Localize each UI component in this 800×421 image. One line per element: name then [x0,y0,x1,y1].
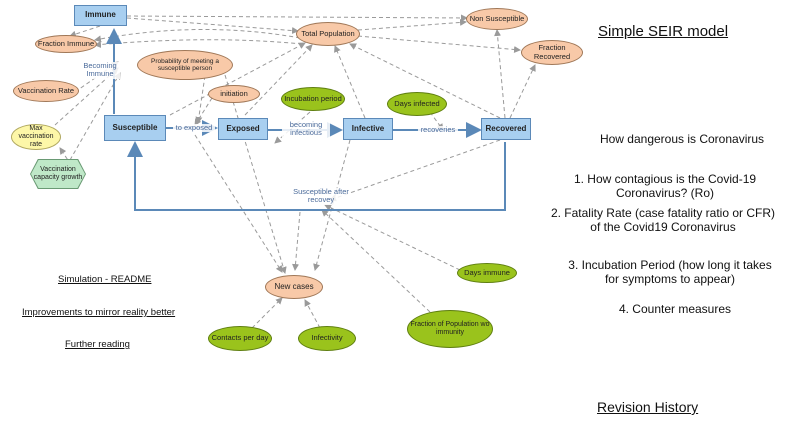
topic-how-dangerous[interactable]: How dangerous is Coronavirus [599,132,765,146]
variable-contacts-per-day[interactable]: Contacts per day [208,326,272,351]
connectors [54,14,536,329]
variable-fraction-population-immunity[interactable]: Fraction of Population wo immunity [407,310,493,348]
topic-counter-measures[interactable]: 4. Counter measures [618,302,732,316]
flow-label-to-exposed: to exposed [173,123,215,133]
variable-infectivity[interactable]: Infectivity [298,326,356,351]
page-title: Simple SEIR model [598,23,729,40]
variable-probability-meeting[interactable]: Probability of meeting a susceptible per… [137,50,233,80]
stock-immune[interactable]: Immune [74,5,127,26]
variable-vaccination-rate[interactable]: Vaccination Rate [13,80,79,102]
revision-history-link[interactable]: Revision History [597,399,699,415]
stock-infective[interactable]: Infective [343,118,393,140]
variable-fraction-immune[interactable]: Fraction Immune [35,35,97,53]
flow-label-susceptible-after-recovery: Susceptible after recovey [293,187,349,205]
flow-label-recoveries: recoveries [418,125,458,135]
link-improvements[interactable]: Improvements to mirror reality better [22,307,176,318]
link-readme[interactable]: Simulation - README [58,274,152,285]
variable-new-cases[interactable]: New cases [265,275,323,299]
topic-fatality[interactable]: 2. Fatality Rate (case fatality ratio or… [550,206,776,235]
flow-label-becoming-immune: Becoming Immune [80,61,120,79]
variable-days-immune[interactable]: Days immune [457,263,517,283]
variable-days-infected[interactable]: Days infected [387,92,447,116]
variable-total-population[interactable]: Total Population [296,22,360,46]
flow-label-becoming-infectious: becoming infectious [282,120,330,138]
variable-incubation-period[interactable]: Incubation period [281,87,345,111]
variable-initiation[interactable]: initiation [208,85,260,103]
stock-recovered[interactable]: Recovered [481,118,531,140]
variable-fraction-recovered[interactable]: Fraction Recovered [521,40,583,65]
stock-susceptible[interactable]: Susceptible [104,115,166,141]
variable-non-susceptible[interactable]: Non Susceptible [466,8,528,30]
stock-exposed[interactable]: Exposed [218,118,268,140]
variable-max-vaccination-rate[interactable]: Max vaccination rate [11,124,61,150]
topic-contagious[interactable]: 1. How contagious is the Covid-19 Corona… [573,172,757,201]
topic-incubation[interactable]: 3. Incubation Period (how long it takes … [568,258,772,287]
variable-vaccination-capacity-growth[interactable]: Vaccination capacity growth [31,160,85,188]
link-further-reading[interactable]: Further reading [65,339,130,350]
